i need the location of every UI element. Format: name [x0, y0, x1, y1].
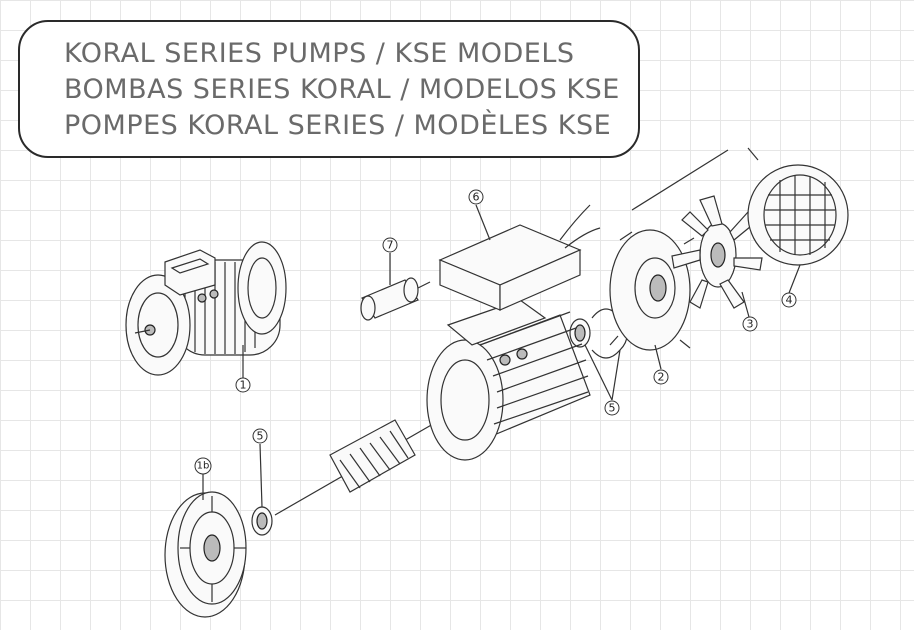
svg-text:3: 3 [747, 318, 754, 331]
svg-text:5: 5 [257, 430, 264, 443]
callout-5-front: 5 [252, 428, 268, 444]
title-line-french: Pompes Koral series / Modèles KSE [64, 110, 612, 141]
title-line-english: Koral series pumps / KSE models [64, 38, 575, 69]
terminal-box [438, 204, 601, 311]
title-line-spanish: Bombas series Koral / Modelos KSE [64, 74, 620, 105]
capacitor [360, 277, 431, 321]
stator-housing [426, 299, 591, 461]
callout-4: 4 [781, 292, 797, 308]
svg-text:5: 5 [609, 402, 616, 415]
callout-2: 2 [653, 369, 669, 385]
leader-lines [202, 204, 801, 508]
callout-1b: 1b [194, 457, 212, 475]
title-box: Koral series pumps / KSE models Bombas s… [18, 20, 640, 158]
assembled-motor [125, 241, 287, 376]
rotor-shaft [274, 419, 441, 516]
callout-7: 7 [382, 237, 398, 253]
callout-5-rear: 5 [604, 400, 620, 416]
cooling-fan [631, 149, 763, 309]
callout-3: 3 [742, 316, 758, 332]
svg-text:4: 4 [786, 294, 793, 307]
svg-text:1: 1 [240, 379, 247, 392]
svg-text:7: 7 [387, 239, 394, 252]
rear-end-shield [609, 229, 695, 351]
svg-text:2: 2 [658, 371, 665, 384]
callout-1: 1 [235, 377, 251, 393]
fan-cover [747, 147, 849, 266]
front-bearing [251, 506, 273, 536]
svg-text:6: 6 [473, 191, 480, 204]
callout-6: 6 [468, 189, 484, 205]
svg-text:1b: 1b [197, 461, 210, 472]
front-flange [164, 491, 247, 618]
